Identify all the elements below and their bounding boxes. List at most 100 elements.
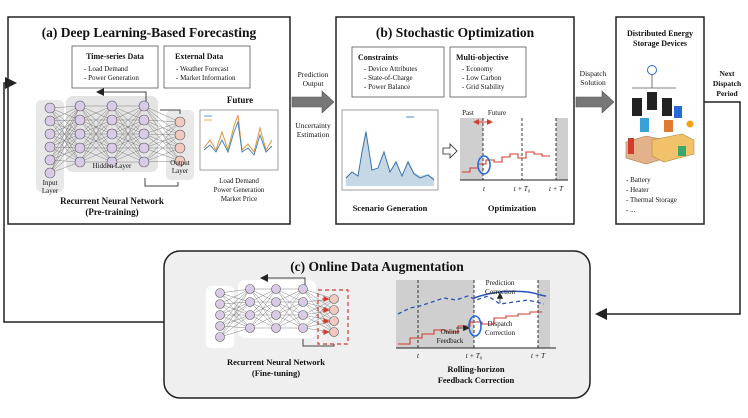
network-edge — [219, 303, 251, 329]
constraint-item: - Power Balance — [364, 83, 410, 91]
future-item: Power Generation — [214, 186, 265, 194]
network-edge — [143, 105, 181, 149]
network-edge — [49, 133, 81, 161]
network-edge — [219, 303, 251, 316]
future-curve-blue — [203, 120, 273, 156]
future-plot — [199, 109, 279, 171]
network-edge — [49, 107, 81, 149]
input-layer-label: Input — [43, 179, 58, 187]
network-edge — [219, 292, 251, 329]
network-edge — [219, 301, 251, 316]
network-subtitle: (Pre-training) — [85, 207, 138, 217]
device-item: - Thermal Storage — [626, 196, 677, 204]
network-edge — [219, 301, 251, 305]
network-node — [44, 102, 56, 114]
tick-t-t0: t + T₀ — [466, 352, 483, 360]
panel-forecasting: (a) Deep Learning-Based Forecasting Time… — [7, 16, 291, 225]
network-edge — [219, 288, 251, 316]
next-dispatch-loop: Next Dispatch Period — [3, 69, 742, 323]
network-node — [74, 156, 86, 168]
network-node — [74, 114, 86, 126]
network-edge — [143, 121, 181, 149]
hollow-arrow — [442, 143, 458, 159]
network-edge — [249, 301, 277, 329]
optimization-label: Optimization — [488, 203, 536, 213]
output-layer-label: Output — [170, 159, 190, 167]
network-node — [106, 100, 118, 112]
network-title: Recurrent Neural Network — [60, 196, 164, 206]
network-node — [271, 284, 281, 294]
network-edge — [79, 119, 113, 163]
network-edge — [143, 134, 181, 149]
network-edge — [49, 107, 81, 121]
network-edge — [49, 133, 81, 148]
objective-item: - Economy — [462, 65, 493, 73]
rolling-subtitle: Feedback Correction — [438, 375, 515, 385]
prediction-correction-label: Prediction — [486, 279, 515, 287]
constraint-item: - Device Attributes — [364, 65, 418, 73]
network-edge — [111, 105, 145, 149]
network-subtitle: (Fine-tuning) — [252, 368, 300, 378]
network-edge — [275, 288, 304, 303]
prediction-correction-label: Correction — [485, 288, 515, 296]
network-node — [245, 297, 255, 307]
network-edge — [219, 288, 251, 305]
next-dispatch-label: Dispatch — [713, 79, 742, 88]
network-node — [271, 310, 281, 320]
network-edge — [49, 105, 81, 161]
external-title: External Data — [175, 52, 223, 61]
network-edge — [143, 119, 181, 136]
network-edge — [49, 146, 81, 163]
network-node — [138, 156, 150, 168]
network-node — [74, 128, 86, 140]
network-edge — [49, 105, 81, 148]
devices-title: Distributed Energy — [627, 29, 693, 38]
dispatch-step-line — [398, 311, 542, 345]
network-title: Recurrent Neural Network — [227, 357, 325, 367]
future-item: Market Price — [221, 195, 257, 203]
network-edge — [275, 288, 304, 316]
network-node — [215, 310, 225, 320]
network-edge — [302, 288, 335, 322]
network-edge — [49, 105, 81, 122]
network-node — [215, 332, 225, 342]
network-edge — [49, 119, 81, 135]
hidden-layer-label: Hidden Layer — [93, 162, 132, 170]
output-node — [329, 316, 339, 326]
network-edge — [49, 105, 81, 135]
network-edge — [49, 119, 81, 148]
online-feedback-label: Feedback — [437, 337, 464, 345]
network-edge — [111, 105, 145, 135]
network-edge — [219, 314, 251, 329]
tick-t-t0: t + T₀ — [514, 185, 531, 193]
network-edge — [111, 105, 145, 121]
panel-a-title: (a) Deep Learning-Based Forecasting — [42, 25, 257, 40]
arrow-label: Output — [303, 79, 325, 88]
network-node — [215, 321, 225, 331]
current-time-highlight — [477, 155, 491, 175]
network-edge — [143, 105, 181, 123]
network-node — [298, 284, 308, 294]
constraint-item: - State-of-Charge — [364, 74, 413, 82]
device-item: - ... — [626, 206, 636, 214]
network-edge — [143, 147, 181, 162]
arrow-label: Prediction — [298, 70, 329, 79]
network-edge — [275, 301, 304, 329]
recurrent-loop — [144, 178, 179, 187]
network-edge — [219, 301, 251, 338]
network-node — [298, 310, 308, 320]
past-label: Past — [462, 109, 474, 117]
tick-t-T: t + T — [549, 185, 564, 193]
arrow-label: Uncertainty — [295, 121, 331, 130]
recurrent-loop — [260, 274, 306, 285]
network-edge — [249, 288, 277, 329]
network-node — [138, 128, 150, 140]
network-node — [106, 114, 118, 126]
network-edge — [219, 301, 251, 327]
network-edge — [49, 133, 81, 163]
input-layer-label: Layer — [42, 187, 59, 195]
network-edge — [219, 292, 251, 316]
network-edge — [302, 288, 335, 311]
network-edge — [143, 121, 181, 163]
